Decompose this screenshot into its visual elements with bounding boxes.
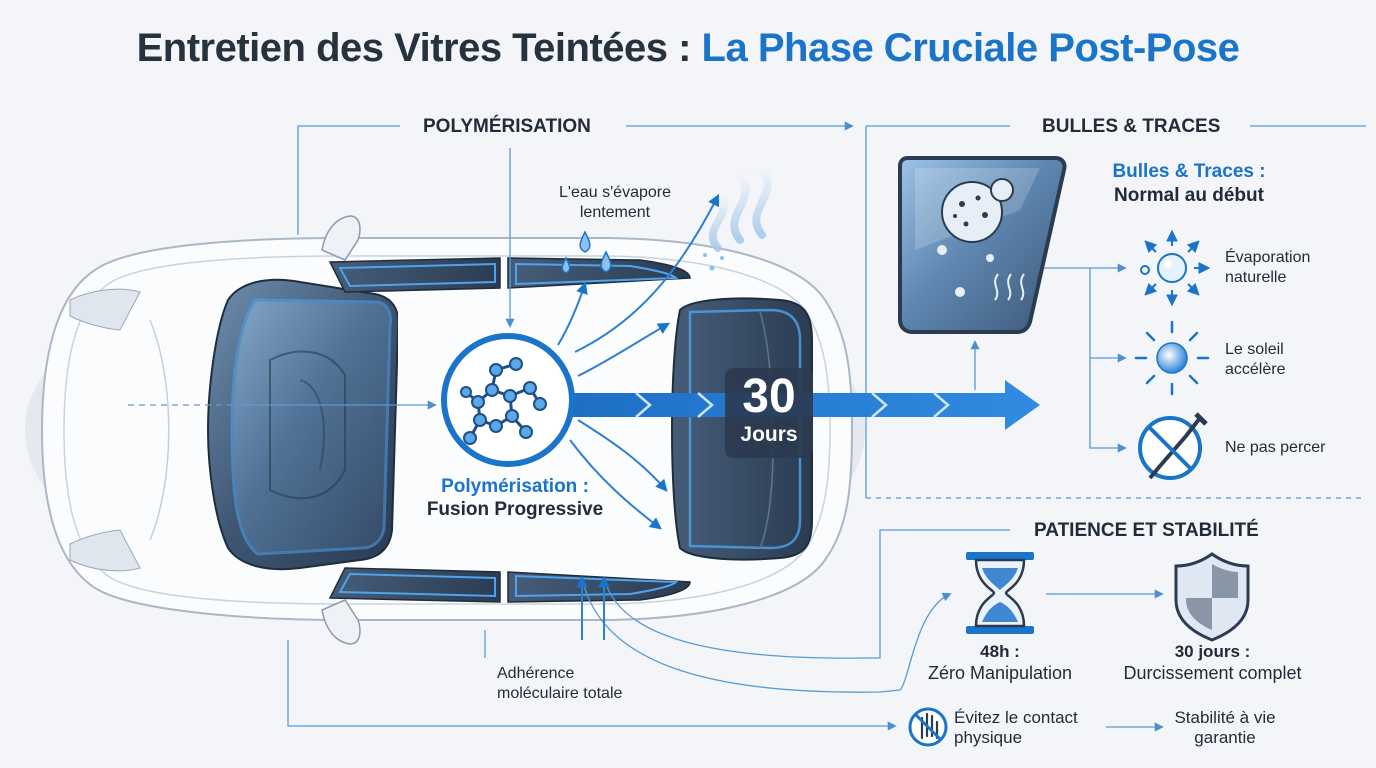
section-bulles: BULLES & TRACES (1042, 116, 1221, 137)
water-drops-icon (561, 230, 612, 274)
bulles-heading: Bulles & Traces : Normal au début (1112, 161, 1266, 206)
connector-lines (128, 121, 1366, 732)
bulles-item-evaporation: Évaporation naturelle (1225, 249, 1311, 286)
main-flow-arrow (568, 368, 1040, 458)
bulles-item-soleil: Le soleil accélère (1225, 341, 1286, 378)
title-part1: Entretien des Vitres Teintées : (136, 26, 702, 70)
evaporation-label: L'eau s'évapore lentement (559, 184, 671, 221)
title-part2: La Phase Cruciale Post-Pose (701, 26, 1240, 70)
adhesion-label: Adhérence moléculaire totale (497, 665, 623, 702)
shield-icon (1174, 552, 1250, 642)
steam-icon (708, 164, 772, 252)
stability-label: Stabilité à vie garantie (1174, 708, 1276, 747)
no-pierce-icon (1138, 412, 1208, 480)
adhesion-arrows (576, 575, 610, 640)
section-polymerisation: POLYMÉRISATION (423, 116, 591, 137)
steam-dots (703, 253, 724, 271)
step-48h: 48h : Zéro Manipulation (927, 642, 1073, 683)
polymerisation-label: Polymérisation : Fusion Progressive (426, 476, 604, 520)
evaporation-arrows (557, 193, 720, 530)
section-patience: PATIENCE ET STABILITÉ (1034, 520, 1259, 541)
avoid-contact-label: Évitez le contact physique (954, 708, 1078, 747)
film-bubble-icon (898, 156, 1067, 334)
no-touch-icon (908, 707, 948, 747)
bulles-item-percer: Ne pas percer (1225, 439, 1326, 456)
evaporation-icon (1140, 229, 1211, 307)
molecule-icon (441, 333, 575, 467)
page-title: Entretien des Vitres Teintées : La Phase… (0, 26, 1376, 71)
sun-icon (1134, 320, 1210, 396)
hourglass-icon (966, 552, 1034, 634)
duration-badge: 30 Jours (740, 370, 798, 447)
step-30-jours: 30 jours : Durcissement complet (1123, 642, 1302, 683)
